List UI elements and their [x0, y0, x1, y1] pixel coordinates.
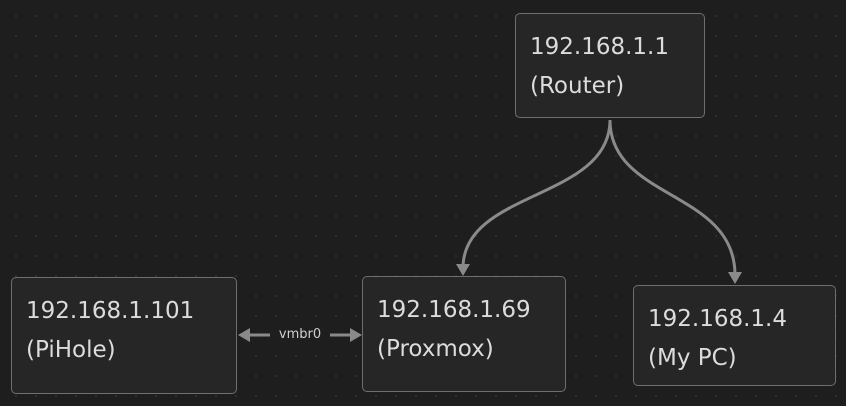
node-router-label: (Router): [530, 73, 625, 99]
arrow-head-proxmox: [456, 264, 470, 276]
node-mypc[interactable]: 192.168.1.4 (My PC): [633, 285, 836, 386]
arrow-head-mypc: [728, 272, 742, 284]
edge-label-vmbr0: vmbr0: [270, 324, 330, 346]
node-pihole-label: (PiHole): [26, 337, 116, 363]
node-mypc-ip: 192.168.1.4: [648, 306, 787, 332]
node-proxmox-label: (Proxmox): [377, 336, 494, 362]
edge-router-mypc: [608, 119, 737, 276]
node-mypc-label: (My PC): [648, 345, 737, 371]
arrow-head-pihole: [238, 328, 250, 342]
node-router-ip: 192.168.1.1: [530, 34, 669, 60]
node-router[interactable]: 192.168.1.1 (Router): [515, 13, 705, 118]
node-pihole[interactable]: 192.168.1.101 (PiHole): [11, 277, 237, 394]
node-proxmox-ip: 192.168.1.69: [377, 297, 531, 323]
edge-router-proxmox: [461, 119, 612, 269]
node-pihole-ip: 192.168.1.101: [26, 298, 195, 324]
arrow-head-proxmox-left: [350, 328, 362, 342]
node-proxmox[interactable]: 192.168.1.69 (Proxmox): [362, 276, 566, 392]
